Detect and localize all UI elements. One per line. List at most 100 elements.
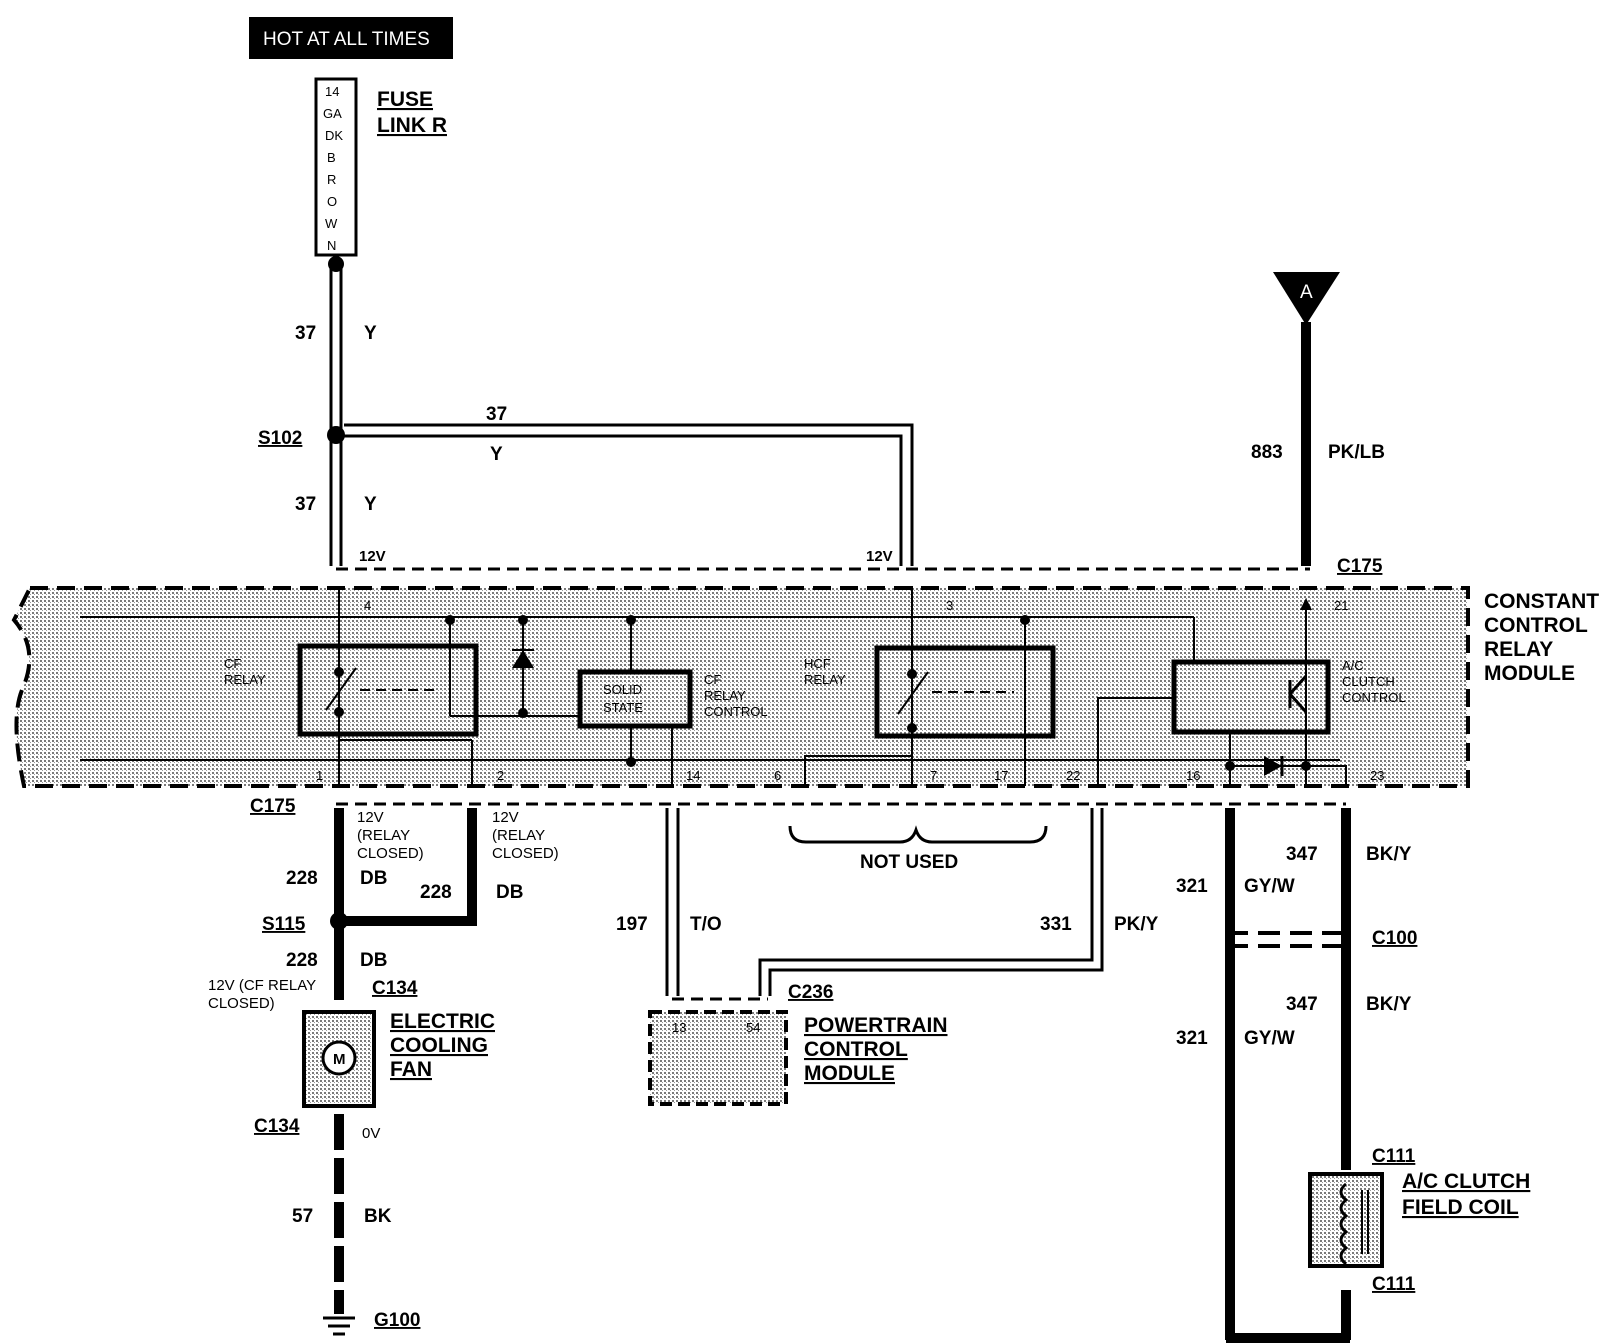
- clutch-label-2: FIELD COIL: [1402, 1196, 1519, 1219]
- wire-883-color: PK/LB: [1328, 442, 1385, 463]
- wire-347-b-color: BK/Y: [1366, 994, 1412, 1015]
- module-name-1: CONSTANT: [1484, 590, 1599, 613]
- connector-c111-bottom: C111: [1372, 1274, 1416, 1295]
- solid-state-label-2: STATE: [603, 700, 643, 715]
- connector-c236: C236: [788, 982, 833, 1003]
- pin-1: 1: [316, 768, 323, 783]
- wire-197: [665, 808, 680, 996]
- cf-relay-label-1: CF: [224, 656, 241, 671]
- wire-321-b-num: 321: [1176, 1028, 1208, 1049]
- pin-7: 7: [930, 768, 937, 783]
- fuse-text-8: N: [327, 238, 336, 253]
- relay-closed-1b: (RELAY: [357, 827, 410, 844]
- cf-relay-label-2: RELAY: [224, 672, 266, 687]
- connector-c134-top: C134: [372, 978, 418, 999]
- pin-21: 21: [1334, 598, 1348, 613]
- cf-relay-closed-2: CLOSED): [208, 995, 275, 1012]
- ground-symbol: [323, 1316, 355, 1336]
- voltage-12v-left: 12V: [359, 548, 386, 565]
- constant-control-relay-module: [11, 586, 1470, 788]
- splice-s115-dot: [330, 912, 348, 930]
- wire-347-b-num: 347: [1286, 994, 1318, 1015]
- voltage-0v: 0V: [362, 1125, 380, 1142]
- ground-g100: G100: [374, 1310, 420, 1331]
- pcm-pin-54: 54: [746, 1020, 760, 1035]
- powertrain-control-module: 13 54: [648, 1010, 788, 1106]
- fuse-name-1: FUSE: [377, 88, 433, 111]
- splice-s115: S115: [262, 914, 306, 935]
- wire-37-upper-color: Y: [364, 323, 377, 344]
- wire-37-branch: [344, 423, 914, 566]
- wire-228-branch: [345, 808, 477, 926]
- wire-331: [758, 808, 1104, 996]
- electric-cooling-fan: M: [302, 1010, 376, 1108]
- pin-16: 16: [1186, 768, 1200, 783]
- relay-closed-2c: CLOSED): [492, 845, 559, 862]
- hcf-relay-label-1: HCF: [804, 656, 831, 671]
- wire-37-branch-num: 37: [486, 404, 507, 425]
- fuse-text-4: B: [327, 150, 336, 165]
- pin-4: 4: [364, 598, 371, 613]
- voltage-12v-right: 12V: [866, 548, 893, 565]
- solid-state-label-1: SOLID: [603, 682, 642, 697]
- pin-17: 17: [994, 768, 1008, 783]
- pcm-label-1: POWERTRAIN: [804, 1014, 948, 1037]
- wire-347-a-num: 347: [1286, 844, 1318, 865]
- pcm-label-2: CONTROL: [804, 1038, 908, 1061]
- wire-197-color: T/O: [690, 914, 722, 935]
- fuse-text-3: DK: [325, 128, 343, 143]
- reference-a-text: A: [1300, 282, 1313, 303]
- wire-37-lower-num: 37: [295, 494, 316, 515]
- wire-228-a-color: DB: [360, 868, 387, 889]
- cf-relay-control-2: RELAY: [704, 688, 746, 703]
- cf-relay-closed-1: 12V (CF RELAY: [208, 977, 316, 994]
- fan-motor-symbol: M: [333, 1051, 346, 1068]
- cf-relay-control-1: CF: [704, 672, 721, 687]
- hcf-relay-label-2: RELAY: [804, 672, 846, 687]
- ac-clutch-field-coil: [1308, 1172, 1384, 1268]
- not-used-label: NOT USED: [860, 852, 958, 873]
- relay-closed-1a: 12V: [357, 809, 384, 826]
- pin-6: 6: [774, 768, 781, 783]
- fuse-text-1: 14: [325, 84, 339, 99]
- wire-321-b-color: GY/W: [1244, 1028, 1295, 1049]
- module-name-2: CONTROL: [1484, 614, 1588, 637]
- reference-a-triangle: A: [1273, 272, 1340, 325]
- fuse-text-6: O: [327, 194, 337, 209]
- pin-22: 22: [1066, 768, 1080, 783]
- pin-3: 3: [946, 598, 953, 613]
- fan-label-2: COOLING: [390, 1034, 488, 1057]
- wire-57-color: BK: [364, 1206, 392, 1227]
- wire-321-a-num: 321: [1176, 876, 1208, 897]
- fan-label-1: ELECTRIC: [390, 1010, 495, 1033]
- relay-closed-2b: (RELAY: [492, 827, 545, 844]
- fuse-text-2: GA: [323, 106, 342, 121]
- connector-c111-top: C111: [1372, 1146, 1416, 1167]
- banner-text: HOT AT ALL TIMES: [263, 29, 430, 50]
- wire-228-c-num: 228: [286, 950, 318, 971]
- not-used-bracket: [788, 825, 1048, 844]
- fuse-text-7: W: [325, 216, 338, 231]
- connector-c175-top: C175: [1337, 556, 1383, 577]
- connector-c100: C100: [1372, 928, 1417, 949]
- clutch-label-1: A/C CLUTCH: [1402, 1170, 1530, 1193]
- wire-37-upper-num: 37: [295, 323, 316, 344]
- wire-37-main: [329, 264, 343, 566]
- wire-37-lower-color: Y: [364, 494, 377, 515]
- ac-clutch-control-3: CONTROL: [1342, 690, 1406, 705]
- pin-23: 23: [1370, 768, 1384, 783]
- connector-c134-bottom: C134: [254, 1116, 300, 1137]
- splice-s102-dot: [327, 426, 345, 444]
- connector-c175-bottom: C175: [250, 796, 296, 817]
- relay-closed-1c: CLOSED): [357, 845, 424, 862]
- pin-14: 14: [686, 768, 700, 783]
- relay-closed-2a: 12V: [492, 809, 519, 826]
- ac-clutch-control-2: CLUTCH: [1342, 674, 1395, 689]
- module-name-3: RELAY: [1484, 638, 1553, 661]
- fuse-text-5: R: [327, 172, 336, 187]
- wire-37-branch-color: Y: [490, 444, 503, 465]
- ac-clutch-control-1: A/C: [1342, 658, 1364, 673]
- wire-228-a-num: 228: [286, 868, 318, 889]
- wire-57-num: 57: [292, 1206, 313, 1227]
